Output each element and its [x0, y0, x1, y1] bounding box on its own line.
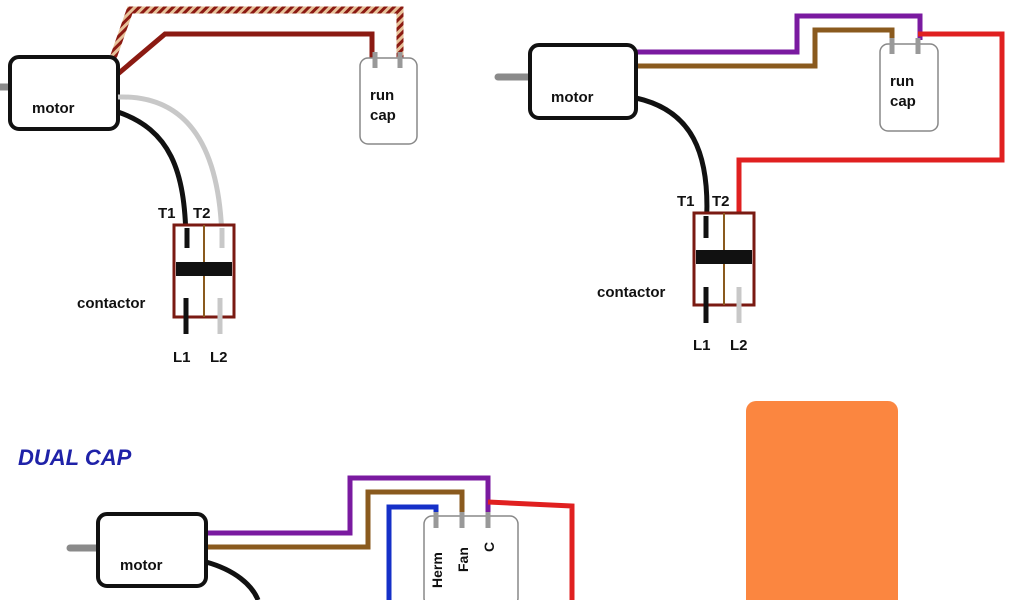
- cap-label-1-line2: cap: [370, 107, 396, 124]
- run-cap-1: [359, 57, 418, 145]
- terminal-label-herm: Herm: [429, 552, 445, 588]
- l1-label-2: L1: [693, 337, 711, 354]
- wire-purple-2: [622, 13, 923, 64]
- wire-brown-3: [204, 489, 465, 550]
- contactor-label-1: contactor: [77, 295, 146, 312]
- motor-label-1: motor: [32, 100, 75, 117]
- t2-label-1: T2: [193, 205, 211, 222]
- wire-striped-1: [102, 6, 404, 80]
- motor-label-2: motor: [551, 89, 594, 106]
- wire-gray-1: [117, 94, 225, 241]
- l2-label-1: L2: [210, 349, 228, 366]
- t1-label-2: T1: [677, 193, 695, 210]
- contactor-label-2: contactor: [597, 284, 666, 301]
- diagram-3: DUAL CAP motor Herm Fan C: [18, 445, 575, 600]
- motor-label-3: motor: [120, 557, 163, 574]
- t1-label-1: T1: [158, 205, 176, 222]
- contactor-bar-2: [696, 250, 752, 264]
- cap-label-2-line2: cap: [890, 93, 916, 110]
- terminal-label-c: C: [481, 542, 497, 552]
- wire-black-2: [635, 95, 710, 231]
- wire-red-3: [487, 499, 575, 600]
- motor-box-2: [528, 43, 638, 120]
- l2-label-2: L2: [730, 337, 748, 354]
- terminal-label-fan: Fan: [455, 547, 471, 572]
- wire-purple-3: [204, 475, 491, 536]
- cap-label-1-line1: run: [370, 87, 394, 104]
- run-cap-2: [879, 43, 939, 132]
- wire-darkred-1: [104, 31, 375, 86]
- dual-cap-3: [423, 515, 519, 600]
- diagram-2: motor run cap T1 T2 contactor L1 L2: [494, 13, 1005, 354]
- cap-label-2-line1: run: [890, 73, 914, 90]
- diagram-1: motor run cap T1 T2 contactor L1 L2: [0, 6, 418, 366]
- l1-label-1: L1: [173, 349, 191, 366]
- wire-red-2: [736, 31, 1005, 228]
- wire-black-1: [117, 109, 189, 241]
- dual-cap-heading: DUAL CAP: [18, 445, 132, 470]
- contactor-bar-1: [176, 262, 232, 276]
- t2-label-2: T2: [712, 193, 730, 210]
- motor-box-1: [8, 55, 120, 131]
- orange-block: [746, 401, 898, 600]
- wire-black-3: [205, 559, 261, 600]
- motor-box-3: [96, 512, 208, 588]
